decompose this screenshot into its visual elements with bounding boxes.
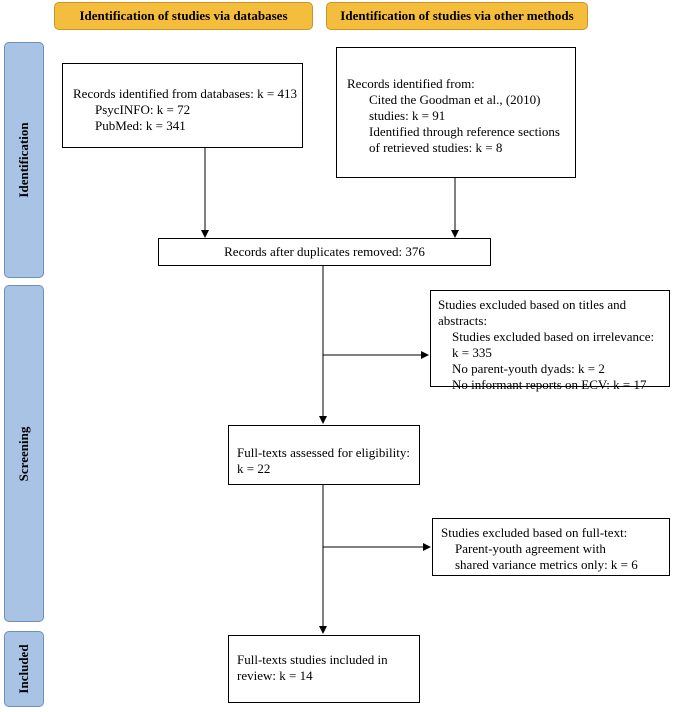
other-records-line2: Cited the Goodman et al., (2010)	[369, 92, 541, 107]
box-excluded-titles-abstracts: Studies excluded based on titles and abs…	[430, 290, 670, 392]
header-databases-label: Identification of studies via databases	[79, 8, 288, 23]
db-records-psycinfo: PsycINFO: k = 72	[95, 102, 191, 117]
phase-identification: Identification	[4, 42, 44, 278]
included-line1: Full-texts studies included in	[237, 652, 388, 667]
db-records-total: Records identified from databases: k = 4…	[73, 86, 297, 101]
other-records-line3: studies: k = 91	[369, 108, 446, 123]
box-after-duplicates: Records after duplicates removed: 376	[158, 238, 491, 266]
excluded-fulltext-line2: Parent-youth agreement with	[455, 541, 606, 556]
excluded-titles-line3: Studies excluded based on irrelevance:	[452, 329, 655, 344]
excluded-fulltext-line3: shared variance metrics only: k = 6	[455, 557, 638, 572]
box-excluded-fulltext: Studies excluded based on full-text: Par…	[432, 518, 670, 576]
excluded-titles-line6: No informant reports on ECV: k = 17	[452, 377, 647, 392]
fulltext-assessed-line2: k = 22	[237, 461, 271, 476]
excluded-fulltext-line1: Studies excluded based on full-text:	[441, 525, 628, 540]
db-records-pubmed: PubMed: k = 341	[95, 118, 186, 133]
other-records-line4: Identified through reference sections	[369, 124, 560, 139]
header-databases: Identification of studies via databases	[54, 2, 313, 30]
box-included: Full-texts studies included in review: k…	[228, 635, 420, 703]
excluded-titles-line4: k = 335	[452, 345, 492, 360]
after-duplicates-text: Records after duplicates removed: 376	[224, 244, 425, 259]
included-line2: review: k = 14	[237, 668, 313, 683]
phase-included: Included	[4, 631, 44, 707]
phase-screening: Screening	[4, 285, 44, 622]
excluded-titles-line1: Studies excluded based on titles and	[438, 297, 627, 312]
box-fulltext-assessed: Full-texts assessed for eligibility: k =…	[228, 425, 420, 485]
fulltext-assessed-line1: Full-texts assessed for eligibility:	[237, 445, 410, 460]
box-database-records: Records identified from databases: k = 4…	[62, 63, 303, 148]
other-records-heading: Records identified from:	[347, 76, 475, 91]
excluded-titles-line5: No parent-youth dyads: k = 2	[452, 361, 605, 376]
excluded-titles-line2: abstracts:	[438, 313, 488, 328]
header-other-label: Identification of studies via other meth…	[340, 8, 574, 23]
other-records-line5: of retrieved studies: k = 8	[369, 140, 503, 155]
box-other-records: Records identified from: Cited the Goodm…	[336, 47, 576, 178]
header-other-methods: Identification of studies via other meth…	[326, 2, 588, 30]
